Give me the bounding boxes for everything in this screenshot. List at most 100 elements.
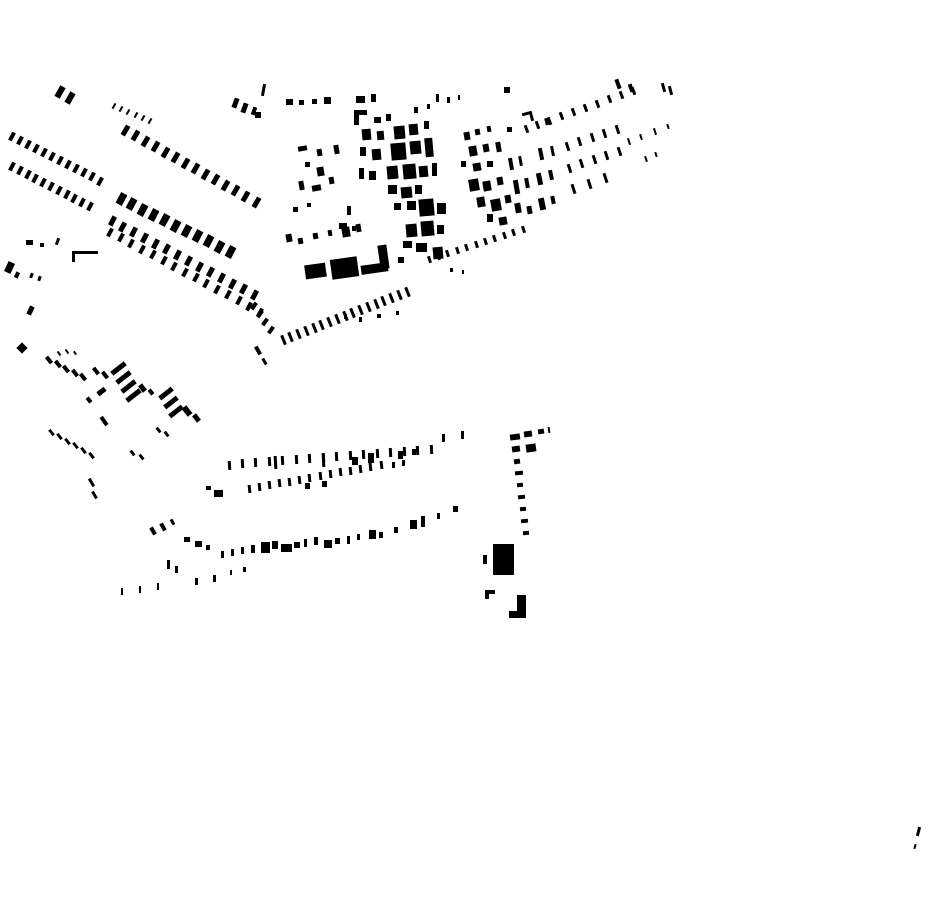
building-footprint (523, 124, 529, 134)
building-footprint (213, 284, 222, 295)
building-footprint (85, 396, 93, 404)
building-footprint (183, 255, 194, 267)
building-footprint (326, 316, 333, 328)
building-footprint (360, 147, 366, 156)
building-footprint (231, 549, 234, 556)
building-footprint (495, 141, 502, 153)
building-footprint (660, 82, 667, 93)
building-footprint (155, 426, 162, 434)
building-footprint (535, 172, 544, 186)
building-footprint (357, 304, 364, 316)
building-footprint (8, 131, 16, 141)
building-footprint (53, 359, 62, 369)
building-footprint (37, 275, 42, 282)
building-footprint (126, 108, 131, 116)
building-footprint (47, 428, 55, 436)
building-footprint (537, 147, 545, 161)
building-footprint (537, 197, 547, 211)
building-footprint (437, 513, 440, 519)
building-footprint (26, 305, 35, 316)
building-footprint (392, 462, 395, 468)
building-footprint (375, 448, 379, 458)
building-footprint (437, 203, 446, 214)
building-footprint (40, 243, 44, 247)
building-footprint (223, 289, 232, 300)
building-footprint (116, 232, 125, 243)
building-footprint (257, 483, 262, 492)
building-footprint (405, 223, 418, 238)
building-footprint (359, 168, 364, 179)
building-footprint (549, 145, 556, 157)
building-footprint (138, 244, 147, 255)
building-footprint (213, 239, 226, 254)
building-footprint (23, 169, 32, 179)
building-footprint (54, 237, 61, 246)
building-footprint (507, 157, 515, 171)
building-footprint (566, 163, 572, 173)
building-footprint (184, 537, 190, 542)
building-footprint (195, 541, 202, 547)
building-footprint (667, 85, 674, 96)
building-footprint (307, 203, 311, 207)
building-footprint (558, 112, 565, 121)
building-footprint (267, 457, 272, 467)
building-footprint (221, 551, 224, 558)
building-footprint (70, 368, 79, 378)
building-footprint (504, 87, 510, 93)
building-footprint (48, 151, 56, 162)
building-footprint (167, 560, 170, 569)
building-footprint (305, 162, 310, 167)
building-footprint (432, 163, 437, 176)
building-footprint (415, 445, 420, 455)
building-footprint (40, 147, 48, 158)
building-footprint (424, 121, 429, 129)
building-footprint (393, 125, 406, 140)
building-footprint (286, 99, 293, 105)
building-footprint (468, 178, 480, 192)
building-footprint (616, 146, 622, 156)
building-footprint (129, 449, 136, 457)
building-footprint (287, 331, 295, 343)
building-footprint (181, 267, 189, 277)
building-footprint (352, 226, 356, 231)
building-footprint (328, 176, 335, 185)
building-footprint (312, 99, 317, 104)
building-footprint (630, 86, 636, 96)
building-footprint (526, 205, 533, 215)
building-footprint (267, 481, 272, 490)
building-footprint (377, 244, 390, 270)
building-footprint (371, 94, 376, 102)
building-footprint (490, 198, 502, 212)
building-footprint (537, 428, 545, 435)
building-footprint (304, 262, 327, 280)
building-footprint (169, 518, 176, 526)
building-footprint (333, 313, 341, 325)
building-footprint (407, 201, 416, 210)
building-footprint (251, 545, 255, 553)
building-footprint (429, 444, 433, 454)
building-footprint (202, 278, 211, 289)
building-footprint (230, 570, 232, 575)
building-footprint (62, 189, 71, 199)
building-footprint (666, 123, 670, 130)
building-footprint (586, 178, 592, 189)
building-footprint (603, 150, 610, 160)
building-footprint (149, 526, 157, 536)
building-footprint (254, 458, 258, 468)
building-footprint (285, 233, 293, 243)
building-footprint (8, 161, 16, 171)
building-footprint (136, 202, 149, 217)
building-footprint (79, 446, 87, 455)
building-footprint (412, 449, 416, 455)
building-footprint (368, 462, 373, 471)
building-footprint (507, 127, 512, 132)
building-footprint (240, 459, 245, 469)
building-footprint (216, 272, 226, 284)
building-footprint (80, 167, 88, 178)
building-footprint (210, 173, 221, 186)
building-footprint (298, 180, 305, 191)
building-footprint (461, 161, 466, 167)
building-footprint (498, 216, 508, 226)
building-footprint (509, 611, 518, 618)
building-footprint (517, 595, 526, 618)
